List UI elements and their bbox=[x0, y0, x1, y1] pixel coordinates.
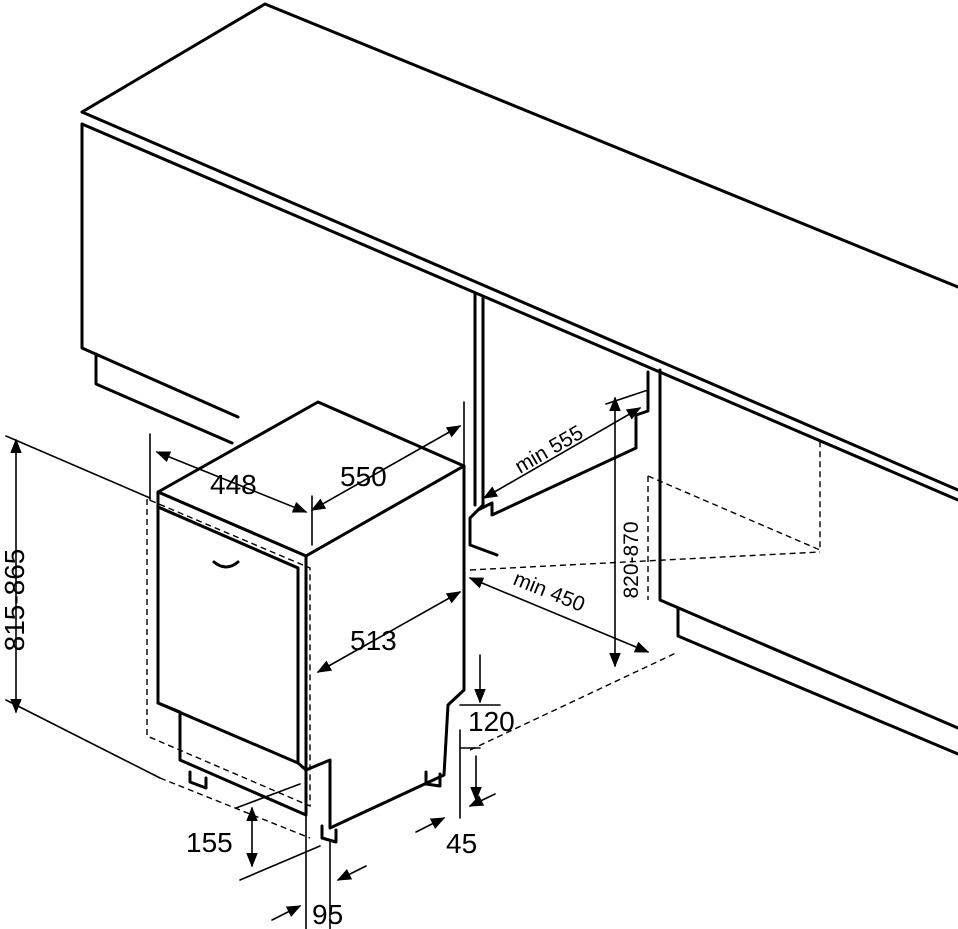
label-plinth-gap: 45 bbox=[446, 828, 477, 859]
dim-inner-depth: 513 bbox=[316, 591, 462, 673]
label-niche-width: min 450 bbox=[510, 567, 588, 616]
niche-back-wall bbox=[468, 296, 650, 557]
niche-floor-outline bbox=[159, 551, 821, 839]
label-inner-depth: 513 bbox=[350, 625, 397, 656]
dim-niche-height: 820-870 bbox=[605, 389, 649, 668]
dishwasher bbox=[146, 400, 466, 844]
dim-niche-depth: min 555 bbox=[482, 407, 642, 499]
left-cabinet bbox=[80, 122, 477, 507]
label-unit-width: 448 bbox=[210, 469, 257, 500]
dim-foot-offset: 155 bbox=[186, 783, 321, 881]
label-foot-setback: 95 bbox=[312, 899, 343, 929]
label-unit-depth: 550 bbox=[340, 461, 387, 492]
dim-plinth-gap: 45 bbox=[415, 729, 496, 859]
label-plinth-height: 120 bbox=[468, 706, 515, 737]
dim-plinth-height: 120 bbox=[459, 654, 515, 749]
dim-unit-width: 448 bbox=[149, 433, 313, 546]
label-unit-height: 815-865 bbox=[0, 549, 30, 652]
right-cabinet bbox=[647, 368, 958, 756]
label-niche-depth: min 555 bbox=[511, 421, 587, 478]
label-foot-offset: 155 bbox=[186, 827, 233, 858]
countertop bbox=[80, 2, 958, 502]
label-niche-height: 820-870 bbox=[620, 521, 643, 598]
dim-foot-setback: 95 bbox=[271, 814, 367, 929]
dim-unit-depth: 550 bbox=[310, 401, 465, 511]
dim-unit-height: 815-865 bbox=[0, 435, 161, 779]
